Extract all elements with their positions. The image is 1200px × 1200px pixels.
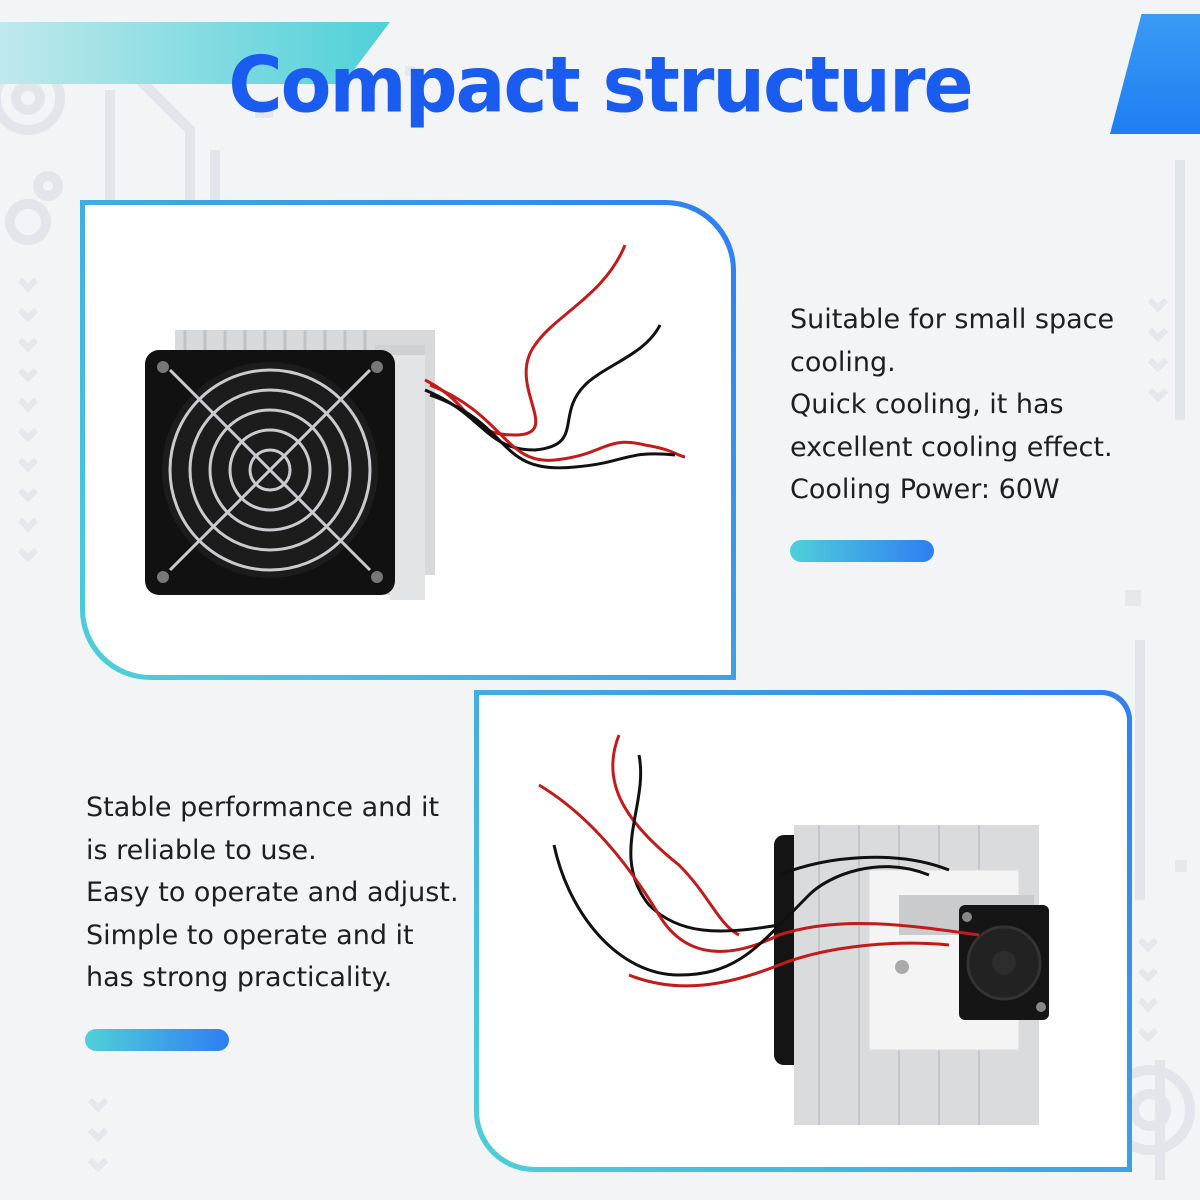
product-image-card-back <box>474 690 1132 1172</box>
header-left-accent-bar <box>0 22 390 84</box>
feature-line: excellent cooling effect. <box>790 431 1113 463</box>
feature-description-1: Suitable for small space cooling. Quick … <box>790 299 1114 512</box>
feature-description-2: Stable performance and it is reliable to… <box>86 787 459 1000</box>
fan-cooler-front-photo-icon <box>145 244 686 600</box>
accent-pill-1 <box>790 540 934 562</box>
feature-line: Stable performance and it <box>86 792 440 823</box>
feature-line: Cooling Power: 60W <box>790 474 1060 505</box>
page-title: Compact structure <box>228 39 973 131</box>
feature-line: is reliable to use. <box>86 834 317 866</box>
feature-line: Easy to operate and adjust. <box>86 877 459 908</box>
accent-pill-2 <box>85 1029 229 1051</box>
peltier-cooler-back-photo-icon <box>538 734 1049 1125</box>
feature-line: Simple to operate and it <box>86 919 414 951</box>
product-image-card-front <box>80 200 736 680</box>
feature-line: cooling. <box>790 346 896 378</box>
feature-line: has strong practicality. <box>86 962 393 993</box>
feature-line: Suitable for small space <box>790 304 1115 335</box>
feature-line: Quick cooling, it has <box>790 389 1064 420</box>
